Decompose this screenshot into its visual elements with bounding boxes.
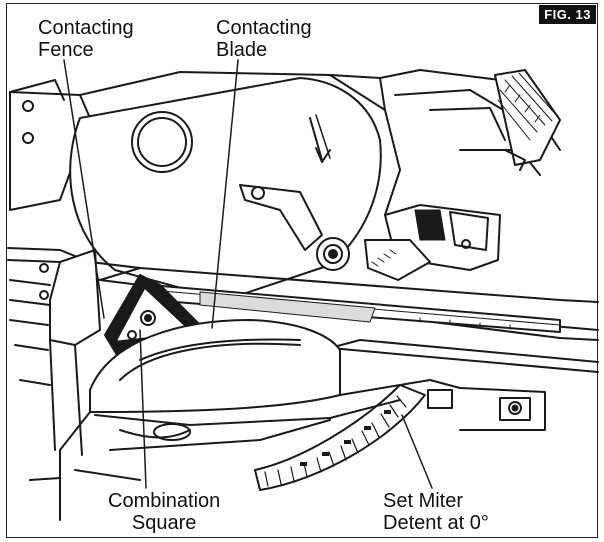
saw-housing xyxy=(9,69,561,216)
miter-table xyxy=(29,319,341,521)
callout-line: Set Miter xyxy=(383,490,464,512)
callout-line: Blade xyxy=(216,39,268,61)
detent-leader xyxy=(401,414,433,489)
callout-combination-square: Combination Square xyxy=(108,490,220,534)
callout-line: Contacting xyxy=(216,17,312,39)
figure-tag: FIG. 13 xyxy=(539,5,596,24)
fence-leader xyxy=(63,59,105,319)
callout-line: Contacting xyxy=(38,17,134,39)
miter-scale xyxy=(254,379,546,491)
callout-line: Square xyxy=(131,512,197,534)
callout-contacting-blade: Contacting Blade xyxy=(216,17,312,61)
callout-line: Combination xyxy=(108,490,221,512)
bevel-assembly xyxy=(364,204,501,281)
blade-leader xyxy=(211,59,239,329)
callout-contacting-fence: Contacting Fence xyxy=(38,17,134,61)
figure-frame xyxy=(6,3,598,538)
callout-line: Detent at 0° xyxy=(383,512,489,534)
leader-lines xyxy=(63,59,433,489)
callout-set-miter-detent: Set Miter Detent at 0° xyxy=(383,490,489,534)
square-leader xyxy=(139,329,147,489)
callout-line: Fence xyxy=(38,39,94,61)
